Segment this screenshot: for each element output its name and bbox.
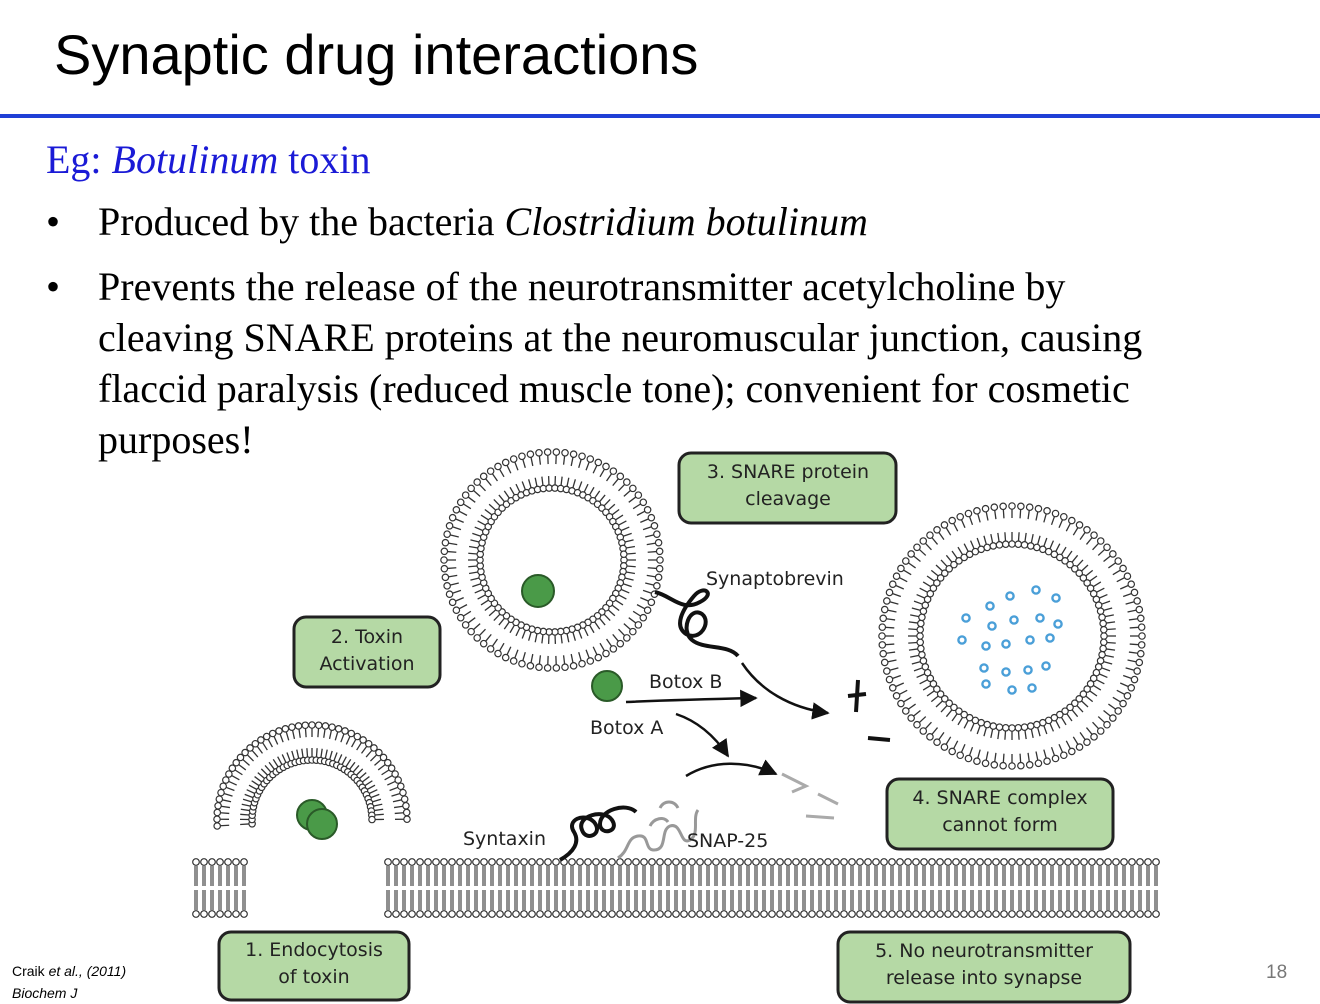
toxin-in-vesicle <box>521 574 555 608</box>
syntaxin-label: Syntaxin <box>463 828 546 850</box>
bullet-1-marker: • <box>46 199 61 244</box>
botox-b-arrow <box>625 689 758 708</box>
step-3-line: cleavage <box>745 488 831 510</box>
step-4-line: 4. SNARE complex <box>912 787 1087 809</box>
step-box-1: 1. Endocytosis of toxin <box>217 930 411 1002</box>
step-5-line: 5. No neurotransmitter <box>875 940 1093 962</box>
endocytosed-toxin <box>306 808 338 840</box>
acetylcholine-dot <box>1041 661 1051 671</box>
membranes <box>192 448 1162 920</box>
bullet-1-prefix: Produced by the bacteria <box>98 199 505 244</box>
step-1-line: 1. Endocytosis <box>245 939 383 961</box>
citation-author: Craik <box>12 963 49 979</box>
snap25-label: SNAP-25 <box>687 830 768 852</box>
citation-etal: et al., (2011) <box>48 963 127 979</box>
vesicle-membrane <box>213 721 411 830</box>
acetylcholine-dot <box>1027 683 1037 693</box>
cleaved-synaptobrevin-icon <box>847 679 891 742</box>
syntaxin-protein <box>558 805 638 862</box>
acetylcholine-dot <box>981 679 991 689</box>
acetylcholine-dot <box>1001 639 1011 649</box>
acetylcholine-dot <box>1001 667 1011 677</box>
step-2-line: Activation <box>319 653 414 675</box>
botox-a-arrow <box>675 712 730 758</box>
step-box-4: 4. SNARE complex cannot form <box>885 777 1115 851</box>
citation: Craik et al., (2011) Biochem J <box>12 960 126 1004</box>
acetylcholine-dot <box>1031 585 1041 595</box>
botox-a-label: Botox A <box>590 717 663 739</box>
example-italic: Botulinum <box>111 137 279 182</box>
acetylcholine-dot <box>961 613 971 623</box>
title-divider <box>0 114 1320 118</box>
page-number: 18 <box>1266 962 1288 983</box>
botox-a-arrow <box>685 759 778 778</box>
step-box-2: 2. Toxin Activation <box>292 615 442 689</box>
acetylcholine-dot <box>985 601 995 611</box>
citation-line: Craik et al., (2011) <box>12 960 126 982</box>
acetylcholine-molecules <box>957 585 1063 695</box>
bullet-2-line: cleaving SNARE proteins at the neuromusc… <box>98 315 1143 360</box>
slide-title: Synaptic drug interactions <box>54 23 699 86</box>
acetylcholine-dot <box>1009 615 1019 625</box>
acetylcholine-dot <box>987 621 997 631</box>
bullet-1-text: Produced by the bacteria Clostridium bot… <box>98 196 868 247</box>
bullet-2-line: purposes! <box>98 417 254 462</box>
acetylcholine-dot <box>1035 613 1045 623</box>
step-5-line: release into synapse <box>886 967 1082 989</box>
snap25-protein <box>617 800 700 860</box>
acetylcholine-dot <box>1023 665 1033 675</box>
acetylcholine-dot <box>957 635 967 645</box>
synaptobrevin-label: Synaptobrevin <box>706 568 844 590</box>
acetylcholine-dot <box>1007 685 1017 695</box>
acetylcholine-dot <box>1053 619 1063 629</box>
bullet-2-line: flaccid paralysis (reduced muscle tone);… <box>98 366 1130 411</box>
step-4-line: cannot form <box>942 814 1058 836</box>
example-heading: Eg: Botulinum toxin <box>46 136 370 183</box>
botox-b-arrow <box>740 662 830 720</box>
vesicle-membrane <box>440 448 664 672</box>
acetylcholine-dot <box>1005 591 1015 601</box>
bullet-2-text: Prevents the release of the neurotransmi… <box>98 261 1142 465</box>
plasma-membrane <box>192 858 1162 920</box>
acetylcholine-dot <box>981 641 991 651</box>
vesicle-membrane <box>878 502 1146 770</box>
example-suffix: toxin <box>278 137 371 182</box>
bullet-1-italic: Clostridium botulinum <box>504 199 868 244</box>
step-box-5: 5. No neurotransmitter release into syna… <box>836 930 1132 1004</box>
step-2-line: 2. Toxin <box>331 626 403 648</box>
botox-b-label: Botox B <box>649 671 722 693</box>
step-1-line: of toxin <box>278 966 349 988</box>
bullet-2-line: Prevents the release of the neurotransmi… <box>98 264 1066 309</box>
activated-toxin <box>591 670 623 702</box>
bullet-2-marker: • <box>46 264 61 309</box>
cleaved-snap25-icon <box>781 772 839 820</box>
step-box-3: 3. SNARE protein cleavage <box>677 451 898 525</box>
citation-journal: Biochem J <box>12 985 78 1001</box>
example-prefix: Eg: <box>46 137 112 182</box>
acetylcholine-dot <box>1045 633 1055 643</box>
step-3-line: 3. SNARE protein <box>707 461 869 483</box>
synaptobrevin-protein <box>654 588 740 658</box>
acetylcholine-dot <box>1025 635 1035 645</box>
acetylcholine-dot <box>1051 593 1061 603</box>
acetylcholine-dot <box>979 663 989 673</box>
